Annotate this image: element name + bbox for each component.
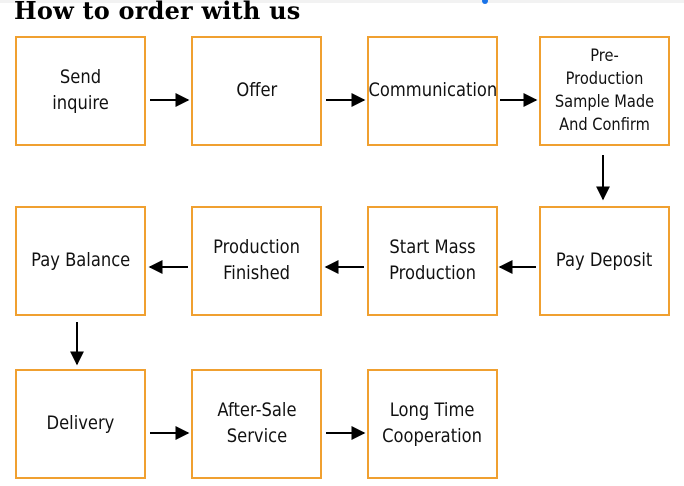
indicator-dot: [482, 0, 488, 4]
step-label: Pay Balance: [30, 249, 131, 272]
step-production-finished: Production Finished: [191, 206, 322, 316]
step-delivery: Delivery: [15, 369, 146, 479]
step-pay-deposit: Pay Deposit: [539, 206, 670, 316]
page-title: How to order with us: [14, 0, 301, 25]
top-strip: [0, 0, 684, 3]
step-pre-production: Pre-Production Sample Made And Confirm: [539, 36, 670, 146]
step-start-mass-production: Start Mass Production: [367, 206, 498, 316]
step-label: Offer: [236, 79, 277, 102]
step-label: Start Mass Production: [389, 236, 476, 284]
step-label: Pay Deposit: [556, 249, 653, 272]
step-after-sale-service: After-Sale Service: [191, 369, 322, 479]
step-pay-balance: Pay Balance: [15, 206, 146, 316]
step-label: Long Time Cooperation: [382, 399, 483, 447]
step-label: After-Sale Service: [216, 399, 297, 447]
step-label: Send inquire: [52, 66, 109, 114]
step-label: Production Finished: [213, 236, 300, 284]
step-offer: Offer: [191, 36, 322, 146]
step-label: Pre-Production Sample Made And Confirm: [554, 46, 655, 135]
step-label: Communication: [368, 79, 497, 102]
step-long-time-cooperation: Long Time Cooperation: [367, 369, 498, 479]
step-label: Delivery: [46, 412, 115, 435]
step-send-inquire: Send inquire: [15, 36, 146, 146]
step-communication: Communication: [367, 36, 498, 146]
